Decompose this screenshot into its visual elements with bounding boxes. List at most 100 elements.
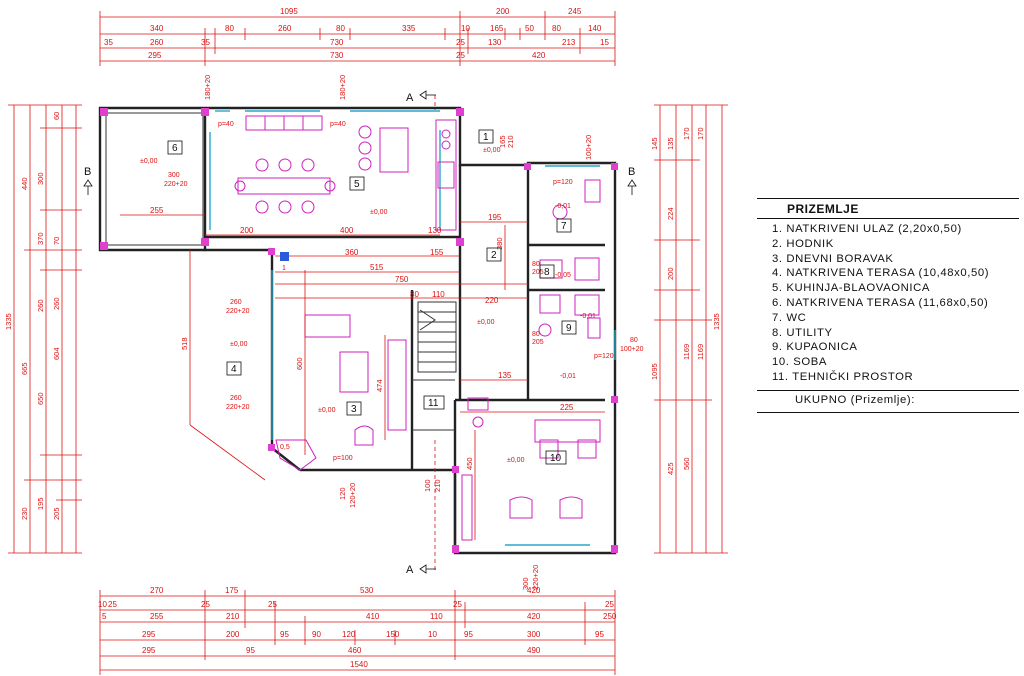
h-2: 180+20 <box>338 75 347 100</box>
right-dim-c2-4: 560 <box>682 457 691 470</box>
bottom-dim-r4-2: 200 <box>226 630 240 639</box>
room-3: 3 <box>351 404 357 415</box>
room-8: 8 <box>544 267 550 278</box>
bottom-dim-r3-3: 210 <box>226 612 240 621</box>
left-dim-c1-3: 230 <box>20 507 29 520</box>
int-dim-15: 518 <box>180 337 189 350</box>
h-19: 210 <box>433 479 442 492</box>
windows <box>209 110 616 546</box>
right-dim-c1-6: 425 <box>666 462 675 475</box>
top-dim-r3-4: 730 <box>330 38 344 47</box>
top-dim-r4-1: 295 <box>148 51 162 60</box>
right-dimension-chains: 145 135 170 224 200 1095 425 1169 560 17… <box>650 104 728 554</box>
h-20: 300 <box>521 577 530 590</box>
left-dimension-chains: 1335 440 665 230 300 370 260 650 195 60 … <box>4 104 82 554</box>
right-dim-c3-1: 170 <box>682 127 691 140</box>
bottom-dim-r2-3: 25 <box>201 600 210 609</box>
int-dim-13: 225 <box>560 403 574 412</box>
sill-2: p=40 <box>330 121 346 128</box>
right-dim-c1-5: 1095 <box>650 363 659 380</box>
top-dim-2: 200 <box>496 7 510 16</box>
opening-heights: 180+20 180+20 300 220+20 260 220+20 260 … <box>164 75 644 590</box>
h-14: 80 <box>532 261 540 268</box>
h-10: 80 <box>630 337 638 344</box>
h-8: 220+20 <box>226 404 250 411</box>
left-dim-c2-4: 650 <box>36 392 45 405</box>
entry-marker: 1 <box>280 252 289 272</box>
bottom-dim-r4-1: 295 <box>142 630 156 639</box>
int-dim-16: 600 <box>295 357 304 370</box>
level-7: -0,01 <box>555 203 571 210</box>
top-dim-r4-3: 25 <box>456 51 465 60</box>
legend-item: 7. WC <box>772 311 807 324</box>
legend-rule-total <box>757 390 1019 391</box>
left-dim-c2-2: 370 <box>36 232 45 245</box>
top-dim-r3-5: 25 <box>456 38 465 47</box>
right-dim-total: 1335 <box>712 313 721 330</box>
right-dim-c2-2: 170 <box>696 127 705 140</box>
bottom-dim-r4-8: 95 <box>464 630 473 639</box>
left-dim-c1-2: 665 <box>20 362 29 375</box>
room-4: 4 <box>231 364 237 375</box>
left-dim-c2-5: 195 <box>36 497 45 510</box>
level-6: ±0,00 <box>140 158 158 165</box>
top-dim-r2-7: 165 <box>490 24 504 33</box>
level-9b: -0,01 <box>580 313 596 320</box>
top-dim-r2-4: 80 <box>336 24 345 33</box>
bottom-dim-r4-7: 10 <box>428 630 437 639</box>
bottom-dim-r2-4: 25 <box>268 600 277 609</box>
room-9: 9 <box>566 323 572 334</box>
left-dim-total: 1335 <box>4 313 13 330</box>
h-9: 100+20 <box>584 135 593 160</box>
top-dim-r2-2: 80 <box>225 24 234 33</box>
int-dim-14: 135 <box>498 371 512 380</box>
top-dim-r3-3: 35 <box>201 38 210 47</box>
legend-total: UKUPNO (Prizemlje): <box>795 394 915 406</box>
h-6: 220+20 <box>226 308 250 315</box>
int-dim-9: 110 <box>432 290 445 299</box>
room-legend: PRIZEMLJE 1. NATKRIVENI ULAZ (2,20x0,50)… <box>757 198 1019 414</box>
bottom-dim-r4-10: 95 <box>595 630 604 639</box>
bottom-dim-r5-3: 460 <box>348 646 362 655</box>
room-1: 1 <box>483 132 489 143</box>
int-dim-1: 200 <box>240 226 254 235</box>
room-tags: 6 5 1 2 4 3 7 8 9 10 11 <box>167 129 577 465</box>
columns <box>100 108 618 553</box>
h-13: 205 <box>532 339 544 346</box>
bottom-dim-r2-6: 25 <box>605 600 614 609</box>
left-dim-c3-4: 604 <box>52 347 61 360</box>
left-dim-c1-1: 440 <box>20 177 29 190</box>
int-dim-5: 155 <box>430 248 444 257</box>
legend-item: 5. KUHINJA-BLAOVAONICA <box>772 282 931 295</box>
room-10: 10 <box>550 453 562 464</box>
left-dim-c3-3: 260 <box>52 297 61 310</box>
legend-rule-header <box>757 218 1019 219</box>
bottom-dim-r3-1: 5 <box>102 612 107 621</box>
left-dim-c2-1: 300 <box>36 172 45 185</box>
bottom-dim-r3-6: 420 <box>527 612 541 621</box>
int-dim-17: 474 <box>375 379 384 392</box>
bottom-dim-r2-5: 25 <box>453 600 462 609</box>
h-1: 180+20 <box>203 75 212 100</box>
top-dim-r2-3: 260 <box>278 24 292 33</box>
section-b-right: B <box>628 166 635 178</box>
top-dim-1: 1095 <box>280 7 298 16</box>
bottom-dim-r3-4: 410 <box>366 612 380 621</box>
right-dim-c1-2: 224 <box>666 207 675 220</box>
section-b-left: B <box>84 166 91 178</box>
bottom-dim-r3-7: 250 <box>603 612 617 621</box>
bottom-dimension-chains: 270 175 530 420 10 25 25 25 25 25 5 255 … <box>98 586 617 675</box>
top-dim-r2-5: 335 <box>402 24 416 33</box>
int-dim-12: 195 <box>488 213 502 222</box>
level-9: -0,01 <box>560 373 576 380</box>
int-dim-6: 515 <box>370 263 384 272</box>
bottom-dim-r4-3: 95 <box>280 630 289 639</box>
entry-marker-label: 1 <box>282 265 286 272</box>
top-dim-r3-2: 260 <box>150 38 164 47</box>
bottom-dim-r1-3: 530 <box>360 586 374 595</box>
h-15: 205 <box>532 269 544 276</box>
h-12: 80 <box>532 331 540 338</box>
h-5: 260 <box>230 299 242 306</box>
legend-item: 1. NATKRIVENI ULAZ (2,20x0,50) <box>772 223 962 235</box>
right-dim-c2-1: 135 <box>666 137 675 150</box>
